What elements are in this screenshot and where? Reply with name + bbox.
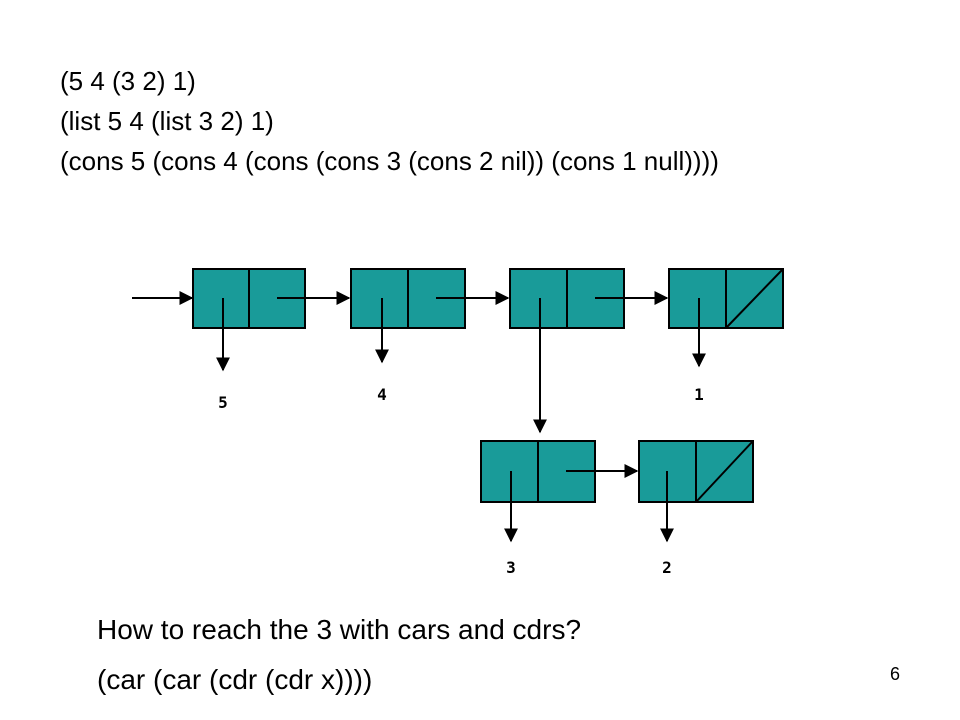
value-1: 1 [694,385,704,404]
null-slash [725,268,784,329]
expression-quoted-list: (5 4 (3 2) 1) [60,66,196,96]
value-3: 3 [506,558,516,577]
value-2: 2 [662,558,672,577]
cons-cell-3 [509,268,625,329]
page-number: 6 [890,664,901,684]
answer-text: (car (car (cdr (cdr x)))) [97,664,373,695]
cons-cell-4 [668,268,784,329]
value-4: 4 [377,385,387,404]
cons-cell-1 [192,268,306,329]
cons-cell-6 [638,440,754,503]
question-text: How to reach the 3 with cars and cdrs? [97,614,582,645]
expression-list-form: (list 5 4 (list 3 2) 1) [60,106,274,136]
expression-cons-form: (cons 5 (cons 4 (cons (cons 3 (cons 2 ni… [60,146,719,176]
value-5: 5 [218,393,228,412]
null-slash [695,440,754,503]
